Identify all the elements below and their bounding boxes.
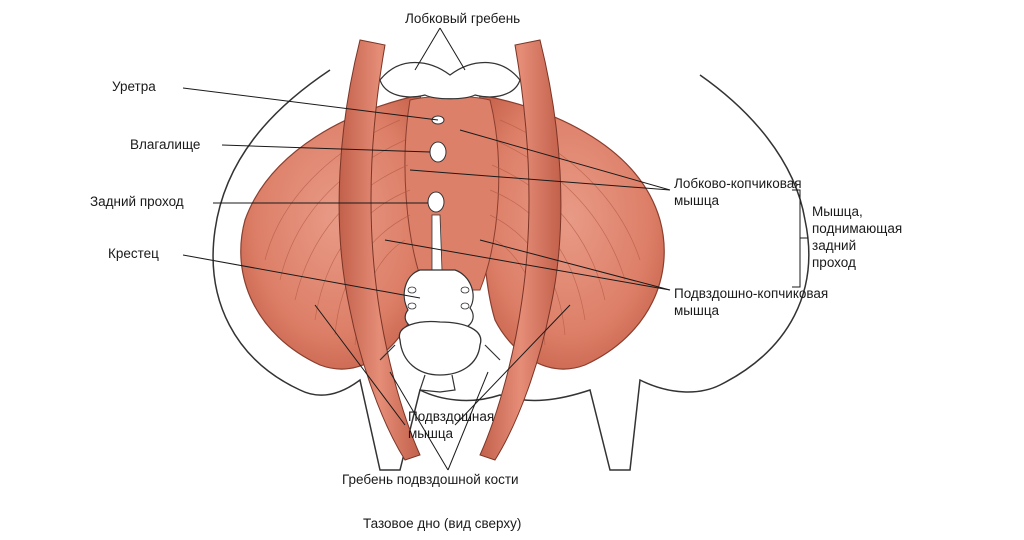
iliacus-line-2: мышца: [408, 426, 454, 441]
levator-line-2: поднимающая: [812, 221, 903, 236]
levator-line-1: Мышца,: [812, 204, 863, 219]
pubococcygeus-label: Лобково-копчиковая мышца: [674, 175, 802, 209]
iliacus-line-1: Подвздошная: [408, 409, 495, 424]
iliococcygeus-line-2: мышца: [674, 303, 720, 318]
leader-lines: [182, 27, 808, 471]
urethra-label: Уретра: [112, 79, 156, 94]
pubic-bone: [379, 61, 521, 100]
lumbar-vertebra: [398, 320, 482, 376]
right-iliacus-band: [479, 39, 562, 461]
sacrum-label: Крестец: [108, 246, 159, 261]
central-levator-muscle: [404, 95, 500, 291]
anus-label: Задний проход: [90, 194, 184, 209]
levator-ani-label: Мышца, поднимающая задний проход: [812, 203, 902, 271]
coccyx-tail: [431, 214, 443, 271]
iliococcygeus-line-1: Подвздошно-копчиковая: [674, 286, 829, 301]
sacral-foramina: [407, 286, 470, 310]
pubococcygeus-line-2: мышца: [674, 193, 720, 208]
vagina-label: Влагалище: [130, 137, 201, 152]
figure-caption: Тазовое дно (вид сверху): [363, 516, 522, 531]
vagina-opening: [429, 141, 447, 163]
iliac-crest-label: Гребень подвздошной кости: [342, 472, 519, 487]
iliococcygeus-label: Подвздошно-копчиковая мышца: [674, 285, 828, 319]
levator-line-4: проход: [812, 255, 856, 270]
levator-line-3: задний: [812, 238, 857, 253]
pubococcygeus-line-1: Лобково-копчиковая: [674, 176, 802, 191]
pubic-crest-label: Лобковый гребень: [405, 11, 521, 26]
vertebra-processes: [379, 344, 501, 393]
sacrum-bone: [403, 269, 474, 331]
left-iliacus-band: [338, 39, 421, 461]
anus-opening: [427, 191, 445, 213]
iliacus-label: Подвздошная мышца: [408, 408, 494, 442]
